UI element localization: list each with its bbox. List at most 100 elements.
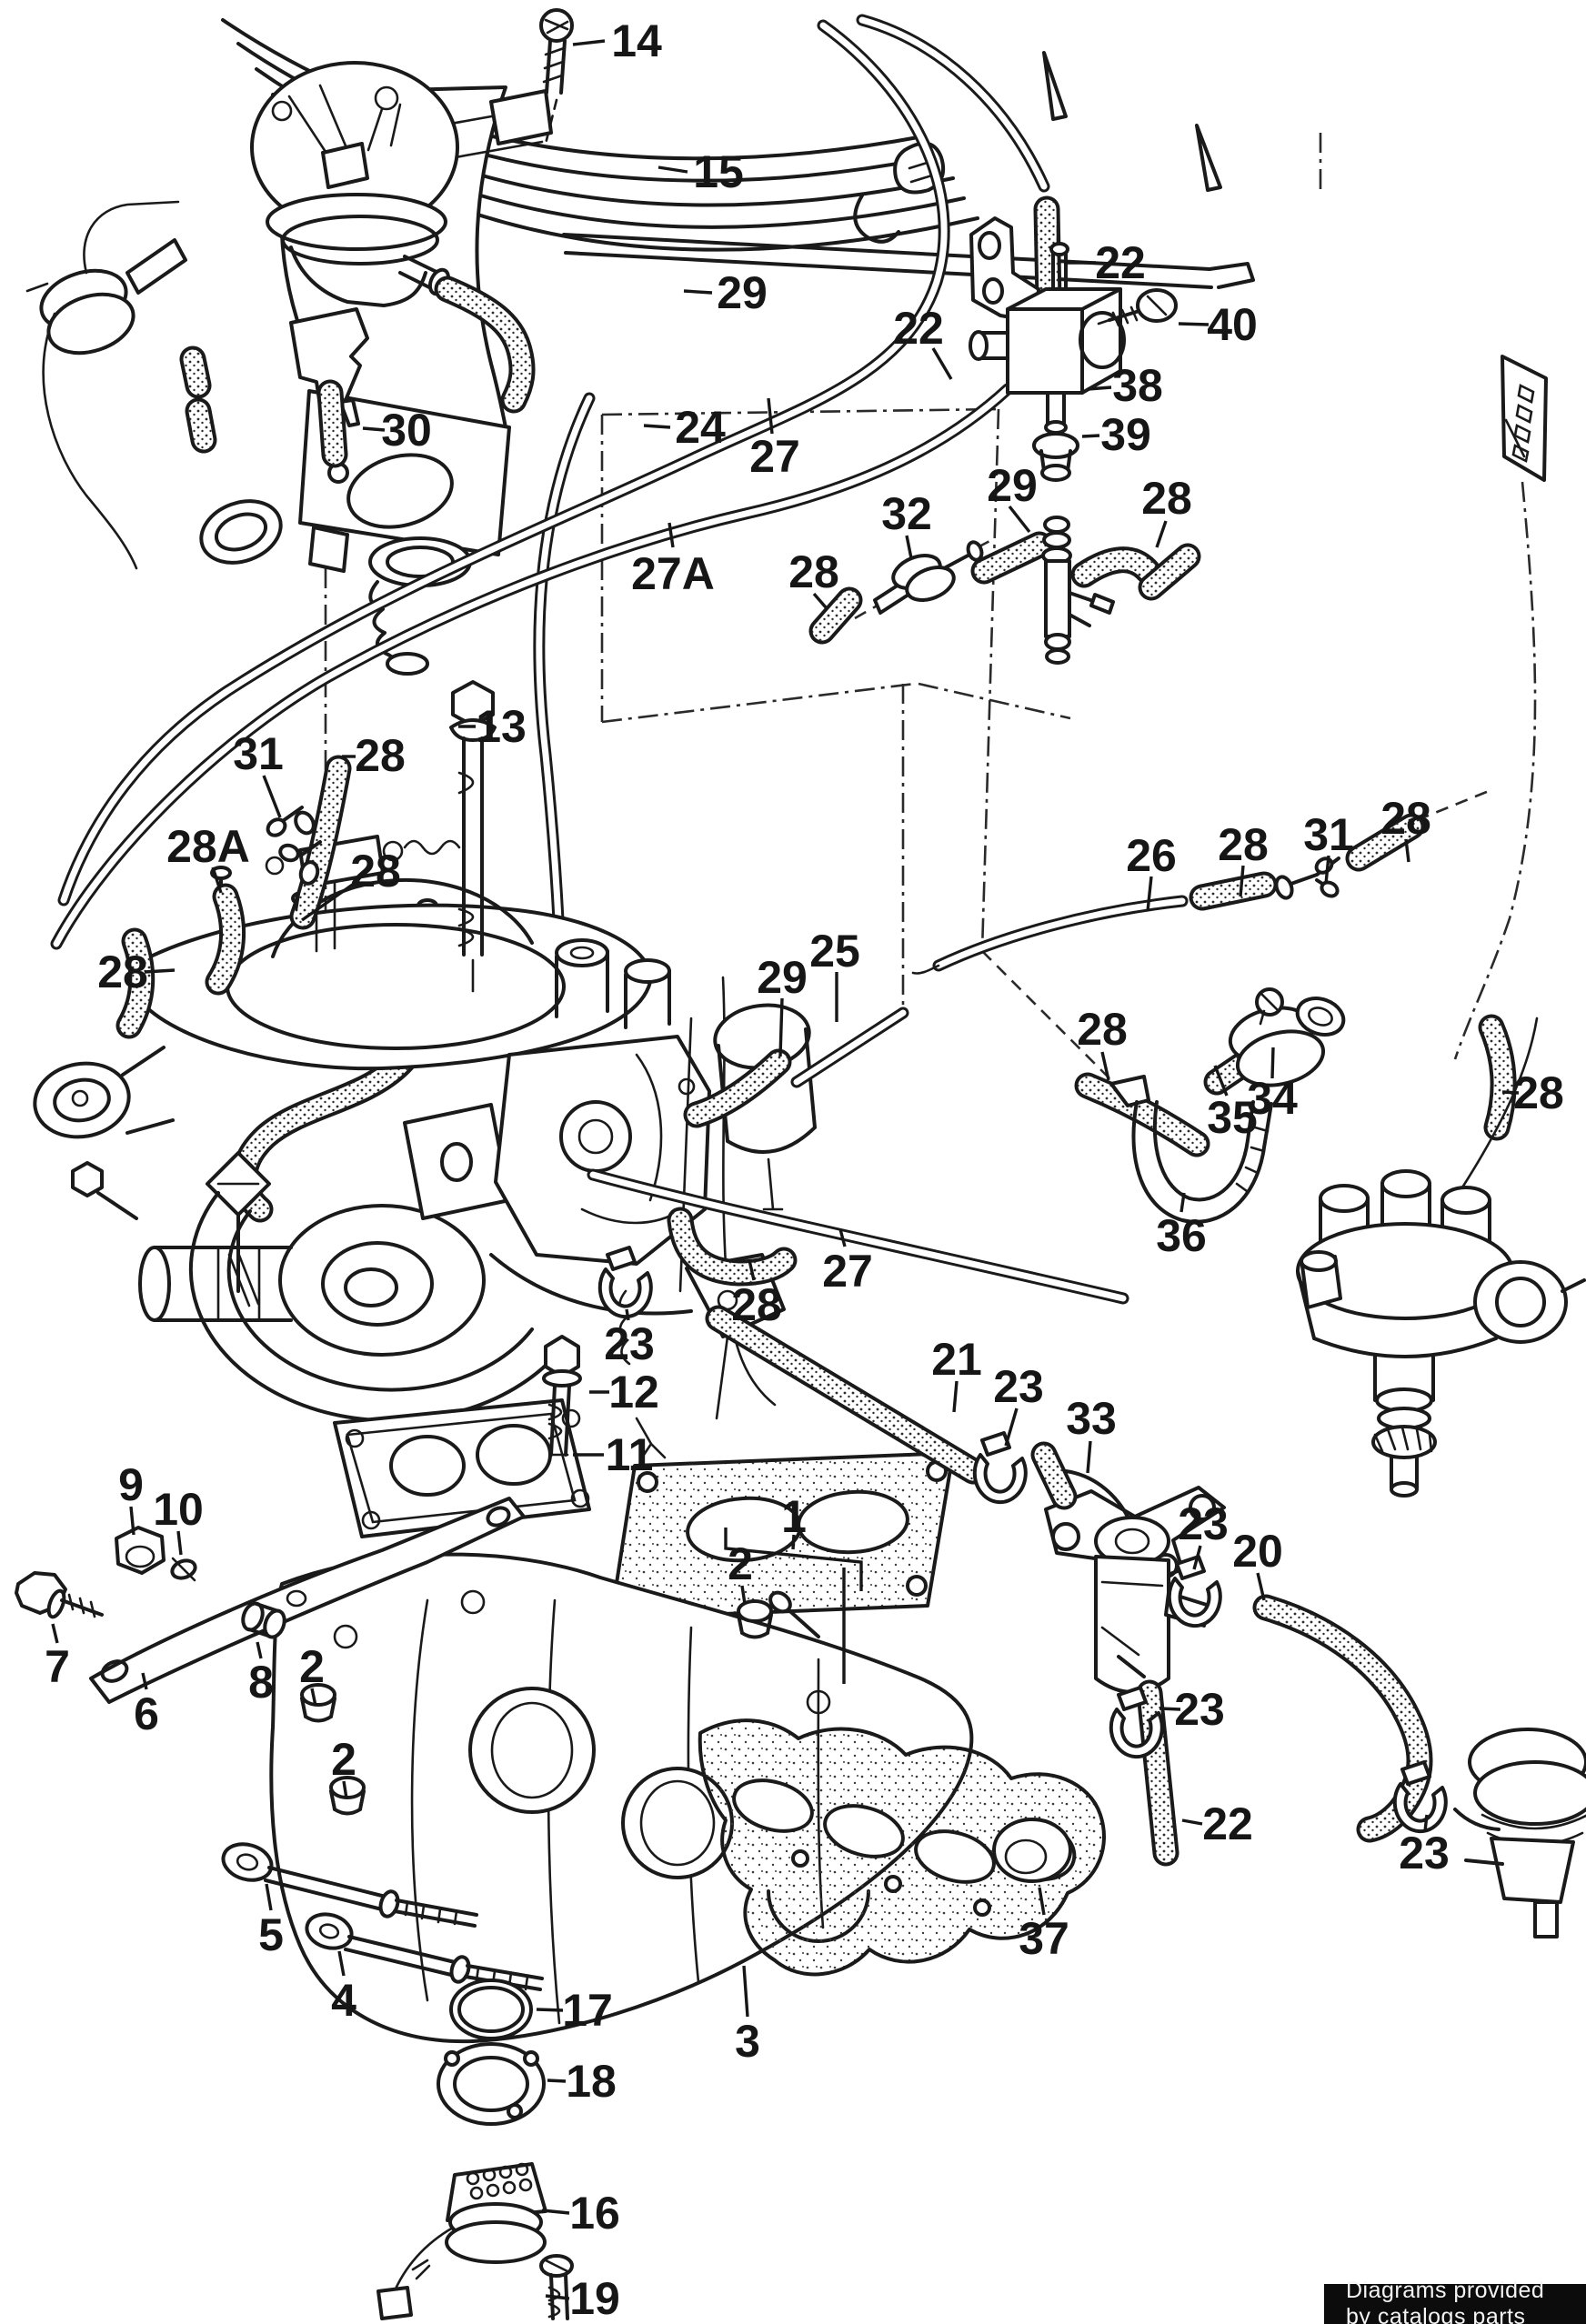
- callout-10: 10: [153, 1484, 204, 1556]
- svg-text:28: 28: [1218, 819, 1269, 870]
- svg-text:5: 5: [258, 1909, 284, 1960]
- callout-22: 22: [893, 303, 953, 380]
- svg-text:12: 12: [608, 1367, 659, 1417]
- svg-text:31: 31: [1303, 809, 1354, 860]
- callout-16: 16: [541, 2188, 620, 2239]
- screw-19: [539, 2254, 574, 2320]
- id-card: [1501, 355, 1548, 482]
- svg-text:34: 34: [1247, 1073, 1298, 1124]
- svg-text:29: 29: [717, 267, 768, 318]
- callout-23: 23: [604, 1308, 655, 1369]
- svg-text:33: 33: [1066, 1393, 1117, 1444]
- manifold-bolts: [221, 1842, 544, 1991]
- svg-text:30: 30: [381, 405, 432, 456]
- callout-24: 24: [643, 402, 726, 453]
- callout-28: 28: [1501, 1067, 1564, 1118]
- svg-text:32: 32: [881, 488, 932, 539]
- svg-text:28: 28: [97, 947, 148, 997]
- svg-text:23: 23: [1178, 1498, 1229, 1549]
- svg-text:25: 25: [809, 926, 860, 977]
- callout-3: 3: [735, 1965, 760, 2067]
- flange-gasket-11: [333, 1335, 591, 1538]
- support-bracket-6: [15, 1497, 526, 1704]
- callout-36: 36: [1156, 1192, 1207, 1261]
- tca-valve-group: [1074, 987, 1517, 1224]
- svg-text:18: 18: [566, 2056, 617, 2107]
- footer-credit-text: Diagrams provided by catalogs parts: [1346, 2278, 1545, 2324]
- svg-text:15: 15: [693, 146, 744, 197]
- svg-text:28A: 28A: [166, 821, 250, 872]
- svg-text:14: 14: [611, 15, 662, 66]
- seal-ring-17: [449, 1978, 533, 2040]
- hose-clamps-23: [597, 1246, 1448, 1834]
- callout-25: 25: [809, 926, 860, 1022]
- fuel-line-group: [911, 787, 1494, 975]
- callout-37: 37: [1019, 1887, 1069, 1964]
- callout-12: 12: [589, 1367, 659, 1417]
- callout-2: 2: [331, 1734, 356, 1799]
- retainer-ring-18: [437, 2042, 546, 2126]
- callout-35: 35: [1207, 1065, 1258, 1143]
- callout-28: 28: [301, 846, 401, 922]
- svg-text:39: 39: [1100, 409, 1151, 460]
- svg-text:21: 21: [931, 1334, 982, 1385]
- svg-text:23: 23: [604, 1318, 655, 1369]
- svg-text:8: 8: [248, 1657, 274, 1708]
- svg-text:29: 29: [757, 952, 808, 1003]
- callout-28: 28: [1218, 819, 1269, 897]
- vacuum-pod: [25, 200, 369, 570]
- callout-32: 32: [881, 488, 932, 559]
- footer-credit-bar: Diagrams provided by catalogs parts: [1324, 2278, 1586, 2324]
- callout-5: 5: [258, 1883, 284, 1960]
- svg-text:13: 13: [476, 701, 527, 752]
- callout-33: 33: [1066, 1393, 1117, 1474]
- callout-14: 14: [572, 15, 662, 66]
- svg-text:28: 28: [731, 1279, 782, 1330]
- callout-28: 28: [1077, 1004, 1128, 1081]
- callout-29: 29: [987, 460, 1038, 534]
- callout-26: 26: [1126, 830, 1177, 912]
- callout-23: 23: [993, 1361, 1044, 1447]
- callout-28: 28: [97, 947, 176, 997]
- callout-17: 17: [536, 1985, 613, 2036]
- svg-text:6: 6: [134, 1688, 159, 1739]
- callout-27A: 27A: [631, 522, 715, 599]
- svg-text:28: 28: [1077, 1004, 1128, 1055]
- svg-text:11: 11: [606, 1429, 654, 1480]
- svg-text:17: 17: [562, 1985, 613, 2036]
- egr-valve: [1453, 1728, 1586, 1938]
- distributor: [1296, 1017, 1586, 1498]
- svg-text:27: 27: [822, 1246, 873, 1297]
- svg-text:28: 28: [1141, 473, 1192, 524]
- svg-text:1: 1: [781, 1491, 807, 1542]
- svg-text:9: 9: [118, 1459, 144, 1510]
- svg-text:24: 24: [675, 402, 726, 453]
- svg-text:3: 3: [735, 2016, 760, 2067]
- svg-text:23: 23: [1174, 1684, 1225, 1735]
- svg-text:35: 35: [1207, 1092, 1258, 1143]
- callout-38: 38: [1087, 360, 1163, 411]
- svg-text:26: 26: [1126, 830, 1177, 881]
- svg-text:29: 29: [987, 460, 1038, 511]
- callout-2: 2: [728, 1538, 753, 1605]
- callout-28: 28: [1380, 793, 1431, 863]
- sensor-16: [376, 2162, 547, 2320]
- svg-text:10: 10: [153, 1484, 204, 1535]
- callout-11: 11: [573, 1429, 653, 1480]
- svg-text:22: 22: [1095, 237, 1146, 288]
- svg-text:22: 22: [1202, 1798, 1253, 1849]
- svg-text:20: 20: [1232, 1526, 1283, 1577]
- svg-text:28: 28: [1513, 1067, 1564, 1118]
- callout-18: 18: [547, 2056, 617, 2107]
- svg-text:23: 23: [993, 1361, 1044, 1412]
- svg-text:19: 19: [569, 2273, 620, 2324]
- svg-text:2: 2: [728, 1538, 753, 1589]
- callout-21: 21: [931, 1334, 982, 1413]
- breather-dome: [250, 8, 574, 414]
- callout-7: 7: [45, 1623, 70, 1692]
- callout-31: 31: [1303, 809, 1354, 885]
- svg-text:38: 38: [1112, 360, 1163, 411]
- svg-text:2: 2: [299, 1641, 325, 1692]
